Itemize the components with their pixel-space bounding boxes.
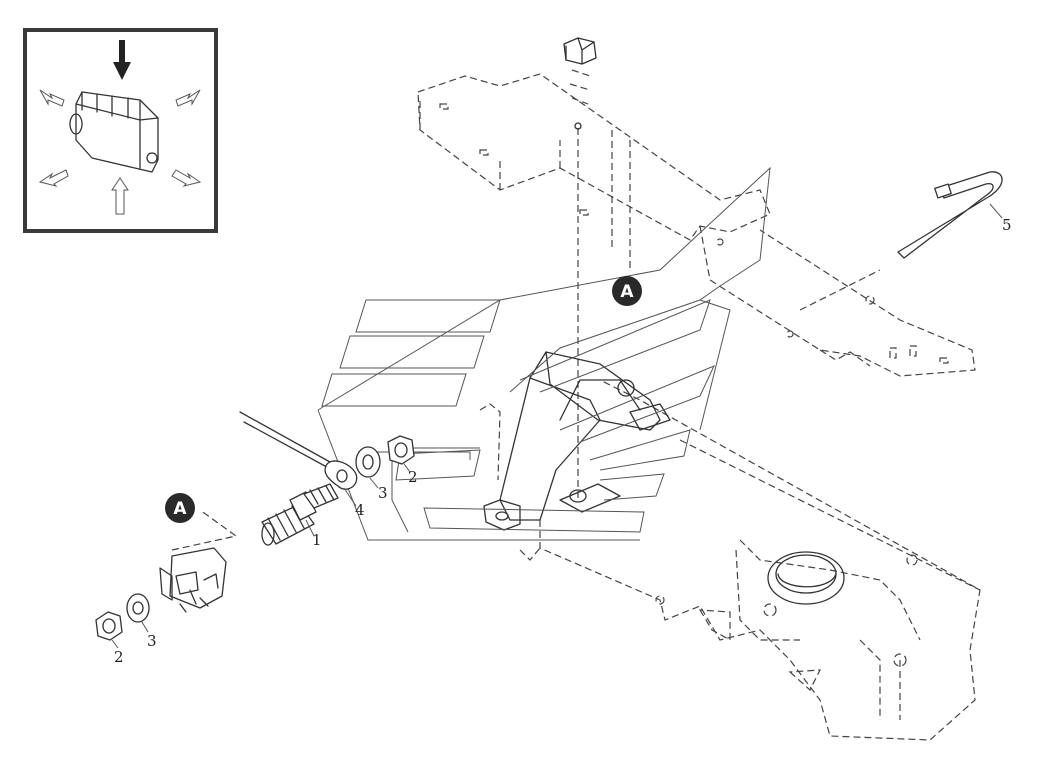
nut-part-2-lower [95, 611, 123, 641]
top-bolt [563, 37, 597, 130]
callout-part-4: 4 [355, 501, 365, 519]
mounting-bracket [479, 351, 671, 531]
upper-frame-bracket [417, 73, 976, 500]
callout-part-5: 5 [1002, 216, 1012, 234]
callout-leaders [111, 203, 1003, 649]
svg-text:A: A [620, 282, 634, 302]
detail-marker-a-lower: A [165, 493, 195, 523]
pressure-switch-part-1 [261, 483, 339, 546]
nut-part-2-upper [387, 435, 415, 465]
callout-part-1: 1 [312, 531, 322, 549]
svg-text:A: A [173, 499, 187, 519]
callout-part-3-lower: 3 [147, 632, 157, 650]
cable-part-5 [897, 171, 1003, 259]
lower-housing [519, 379, 981, 741]
microswitch [159, 509, 238, 613]
switch-compression-icon [38, 40, 202, 215]
callout-part-2-lower: 2 [114, 648, 124, 666]
washer-part-3-upper [355, 446, 381, 478]
detail-leader-lines [239, 166, 771, 541]
inset-detail [23, 28, 218, 233]
callout-part-2-upper: 2 [408, 468, 418, 486]
callout-part-3-upper: 3 [378, 484, 388, 502]
washer-part-3-lower [126, 593, 150, 623]
lock-washer-part-4 [324, 460, 358, 490]
detail-marker-a-upper: A [612, 276, 642, 306]
